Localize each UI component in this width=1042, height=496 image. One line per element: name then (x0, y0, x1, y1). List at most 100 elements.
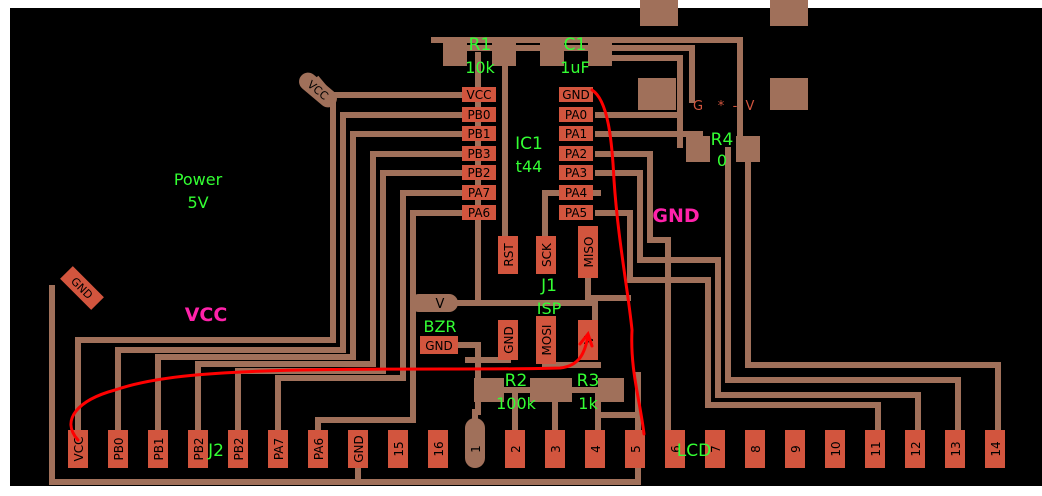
ic1-pin-pb0-pad (462, 107, 496, 122)
isp-sck-label: SCK (540, 242, 554, 267)
ic1-pin-pb1: PB1 (467, 127, 490, 141)
c1-pad-1 (540, 40, 564, 66)
ic1-pin-vcc-pad (462, 87, 496, 102)
lcd-pin-2-pad (505, 430, 525, 468)
red-wire-vcc-arrow (578, 330, 594, 348)
ic1-pin-pa3-pad (559, 165, 593, 180)
power-pad (770, 78, 808, 110)
ic1-pin-pb3: PB3 (467, 147, 490, 161)
bottom-connector-pads: VCC PB0 PB1 PB2 PB2 PA7 PA6 GND 15 16 1 … (68, 418, 1005, 468)
ic1-pin-pa2: PA2 (565, 147, 587, 161)
lcd-pin-11: 11 (869, 441, 883, 456)
r2-value: 100k (496, 394, 537, 413)
ic1-pin-pa2-pad (559, 146, 593, 161)
r2-pad-1 (474, 378, 504, 402)
ic1-value: t44 (516, 157, 543, 176)
red-wire-vcc (69, 334, 590, 442)
j2-pin-16-pad (428, 430, 448, 468)
ic1-pin-pb2: PB2 (467, 166, 490, 180)
isp-mosi-pad (536, 316, 556, 364)
ic1-pin-pa7-pad (462, 185, 496, 200)
r1-ref: R1 (469, 35, 492, 55)
c1-ref: C1 (564, 35, 587, 55)
lcd-pin-14-pad (985, 430, 1005, 468)
ic1-pin-pb1-pad (462, 126, 496, 141)
power-header-g: G (693, 99, 703, 114)
j2-pin-pb2b-pad (228, 430, 248, 468)
r3-pad-1 (548, 378, 572, 402)
lcd-pin-12: 12 (909, 441, 923, 456)
ic1-pin-gnd-pad (559, 87, 593, 102)
j2-ref: J2 (207, 441, 224, 461)
ic1-pin-pa1: PA1 (565, 127, 587, 141)
power-pad (638, 78, 676, 110)
gnd-annotation: GND (652, 205, 699, 227)
j2-pin-gnd: GND (352, 435, 366, 463)
isp-miso-pad (578, 226, 598, 278)
ic1-pin-pa5: PA5 (565, 206, 587, 220)
ic1-pin-pa6: PA6 (468, 206, 490, 220)
ic1-pin-pa4-pad (559, 185, 593, 200)
board-background (10, 8, 1042, 486)
lcd-pin-5-pad (625, 430, 645, 468)
j2-pin-pa7: PA7 (272, 438, 286, 460)
c1-pad-2 (588, 40, 612, 66)
power-pad (640, 0, 678, 26)
bzr-gnd-label: GND (425, 339, 453, 353)
ic1-pin-pb0: PB0 (467, 108, 490, 122)
lcd-pin-10: 10 (829, 441, 843, 456)
j2-pin-pb1: PB1 (152, 437, 166, 460)
j2-pin-pb2: PB2 (192, 437, 206, 460)
r2-ref: R2 (505, 371, 528, 391)
lcd-pin-5: 5 (629, 445, 643, 453)
ic1-pin-pa0-pad (559, 107, 593, 122)
ic1-pin-pa7: PA7 (468, 186, 490, 200)
lcd-pin-13-pad (945, 430, 965, 468)
lcd-pin-8-pad (745, 430, 765, 468)
isp-sck-pad (536, 236, 556, 274)
j1-ref: J1 (540, 276, 557, 296)
j2-pin-pa6: PA6 (312, 438, 326, 460)
r4-pad-2 (736, 136, 760, 162)
lcd-pin-3: 3 (549, 445, 563, 453)
j2-pin-pa7-pad (268, 430, 288, 468)
lcd-pin-12-pad (905, 430, 925, 468)
j2-pin-vcc-pad (68, 430, 88, 468)
bzr-gnd-pad (420, 336, 458, 354)
power-header-marks: G * - V (693, 99, 755, 114)
j2-pin-pa6-pad (308, 430, 328, 468)
r3-ref: R3 (577, 371, 600, 391)
ic1-pin-pa4: PA4 (565, 186, 587, 200)
lcd-pin-13: 13 (949, 441, 963, 456)
lcd-pin-14: 14 (989, 441, 1003, 456)
power-voltage-note: 5V (187, 193, 208, 212)
power-pad (770, 0, 808, 26)
lcd-ref: LCD (677, 441, 711, 461)
power-header-star: * (718, 99, 725, 114)
r4-ref: R4 (711, 130, 734, 150)
ic1-pin-pb3-pad (462, 146, 496, 161)
r3-value: 1k (578, 394, 598, 413)
ic1-pin-pa6-pad (462, 205, 496, 220)
ic1-pin-pa3: PA3 (565, 166, 587, 180)
lcd-pin-6: 6 (669, 445, 683, 453)
ic1-pin-vcc: VCC (467, 88, 492, 102)
j2-pin-pb2-pad (188, 430, 208, 468)
lcd-pin-9: 9 (789, 445, 803, 453)
ic1-right-pins: GND PA0 PA1 PA2 PA3 PA4 PA5 (559, 87, 593, 220)
lcd-pin-9-pad (785, 430, 805, 468)
power-note: Power (174, 170, 223, 189)
ic1-ref: IC1 (515, 134, 543, 154)
lcd-pin-11-pad (865, 430, 885, 468)
lcd-pin-1: 1 (469, 445, 483, 453)
bzr-ref: BZR (423, 317, 456, 336)
isp-gnd-label: GND (502, 326, 516, 354)
r1-pad-2 (492, 40, 516, 66)
ic1-pin-pa0: PA0 (565, 108, 587, 122)
j2-pin-15: 15 (392, 441, 406, 456)
j2-pin-pb1-pad (148, 430, 168, 468)
j1-value: ISP (537, 299, 562, 318)
isp-rst-label: RST (502, 243, 516, 267)
r1-value: 10k (465, 58, 495, 77)
